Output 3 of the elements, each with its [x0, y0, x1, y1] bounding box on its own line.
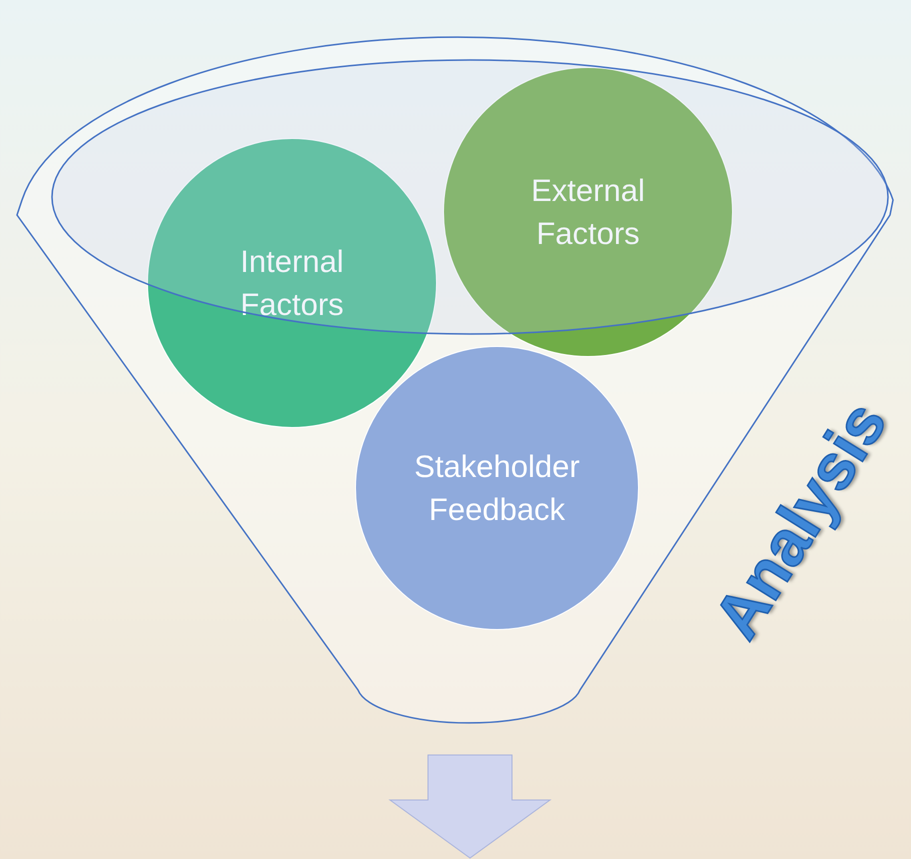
circle-label: Internal Factors [239, 242, 345, 324]
circle-label: External Factors [530, 172, 646, 253]
circle-label: Stakeholder Feedback [413, 448, 581, 529]
